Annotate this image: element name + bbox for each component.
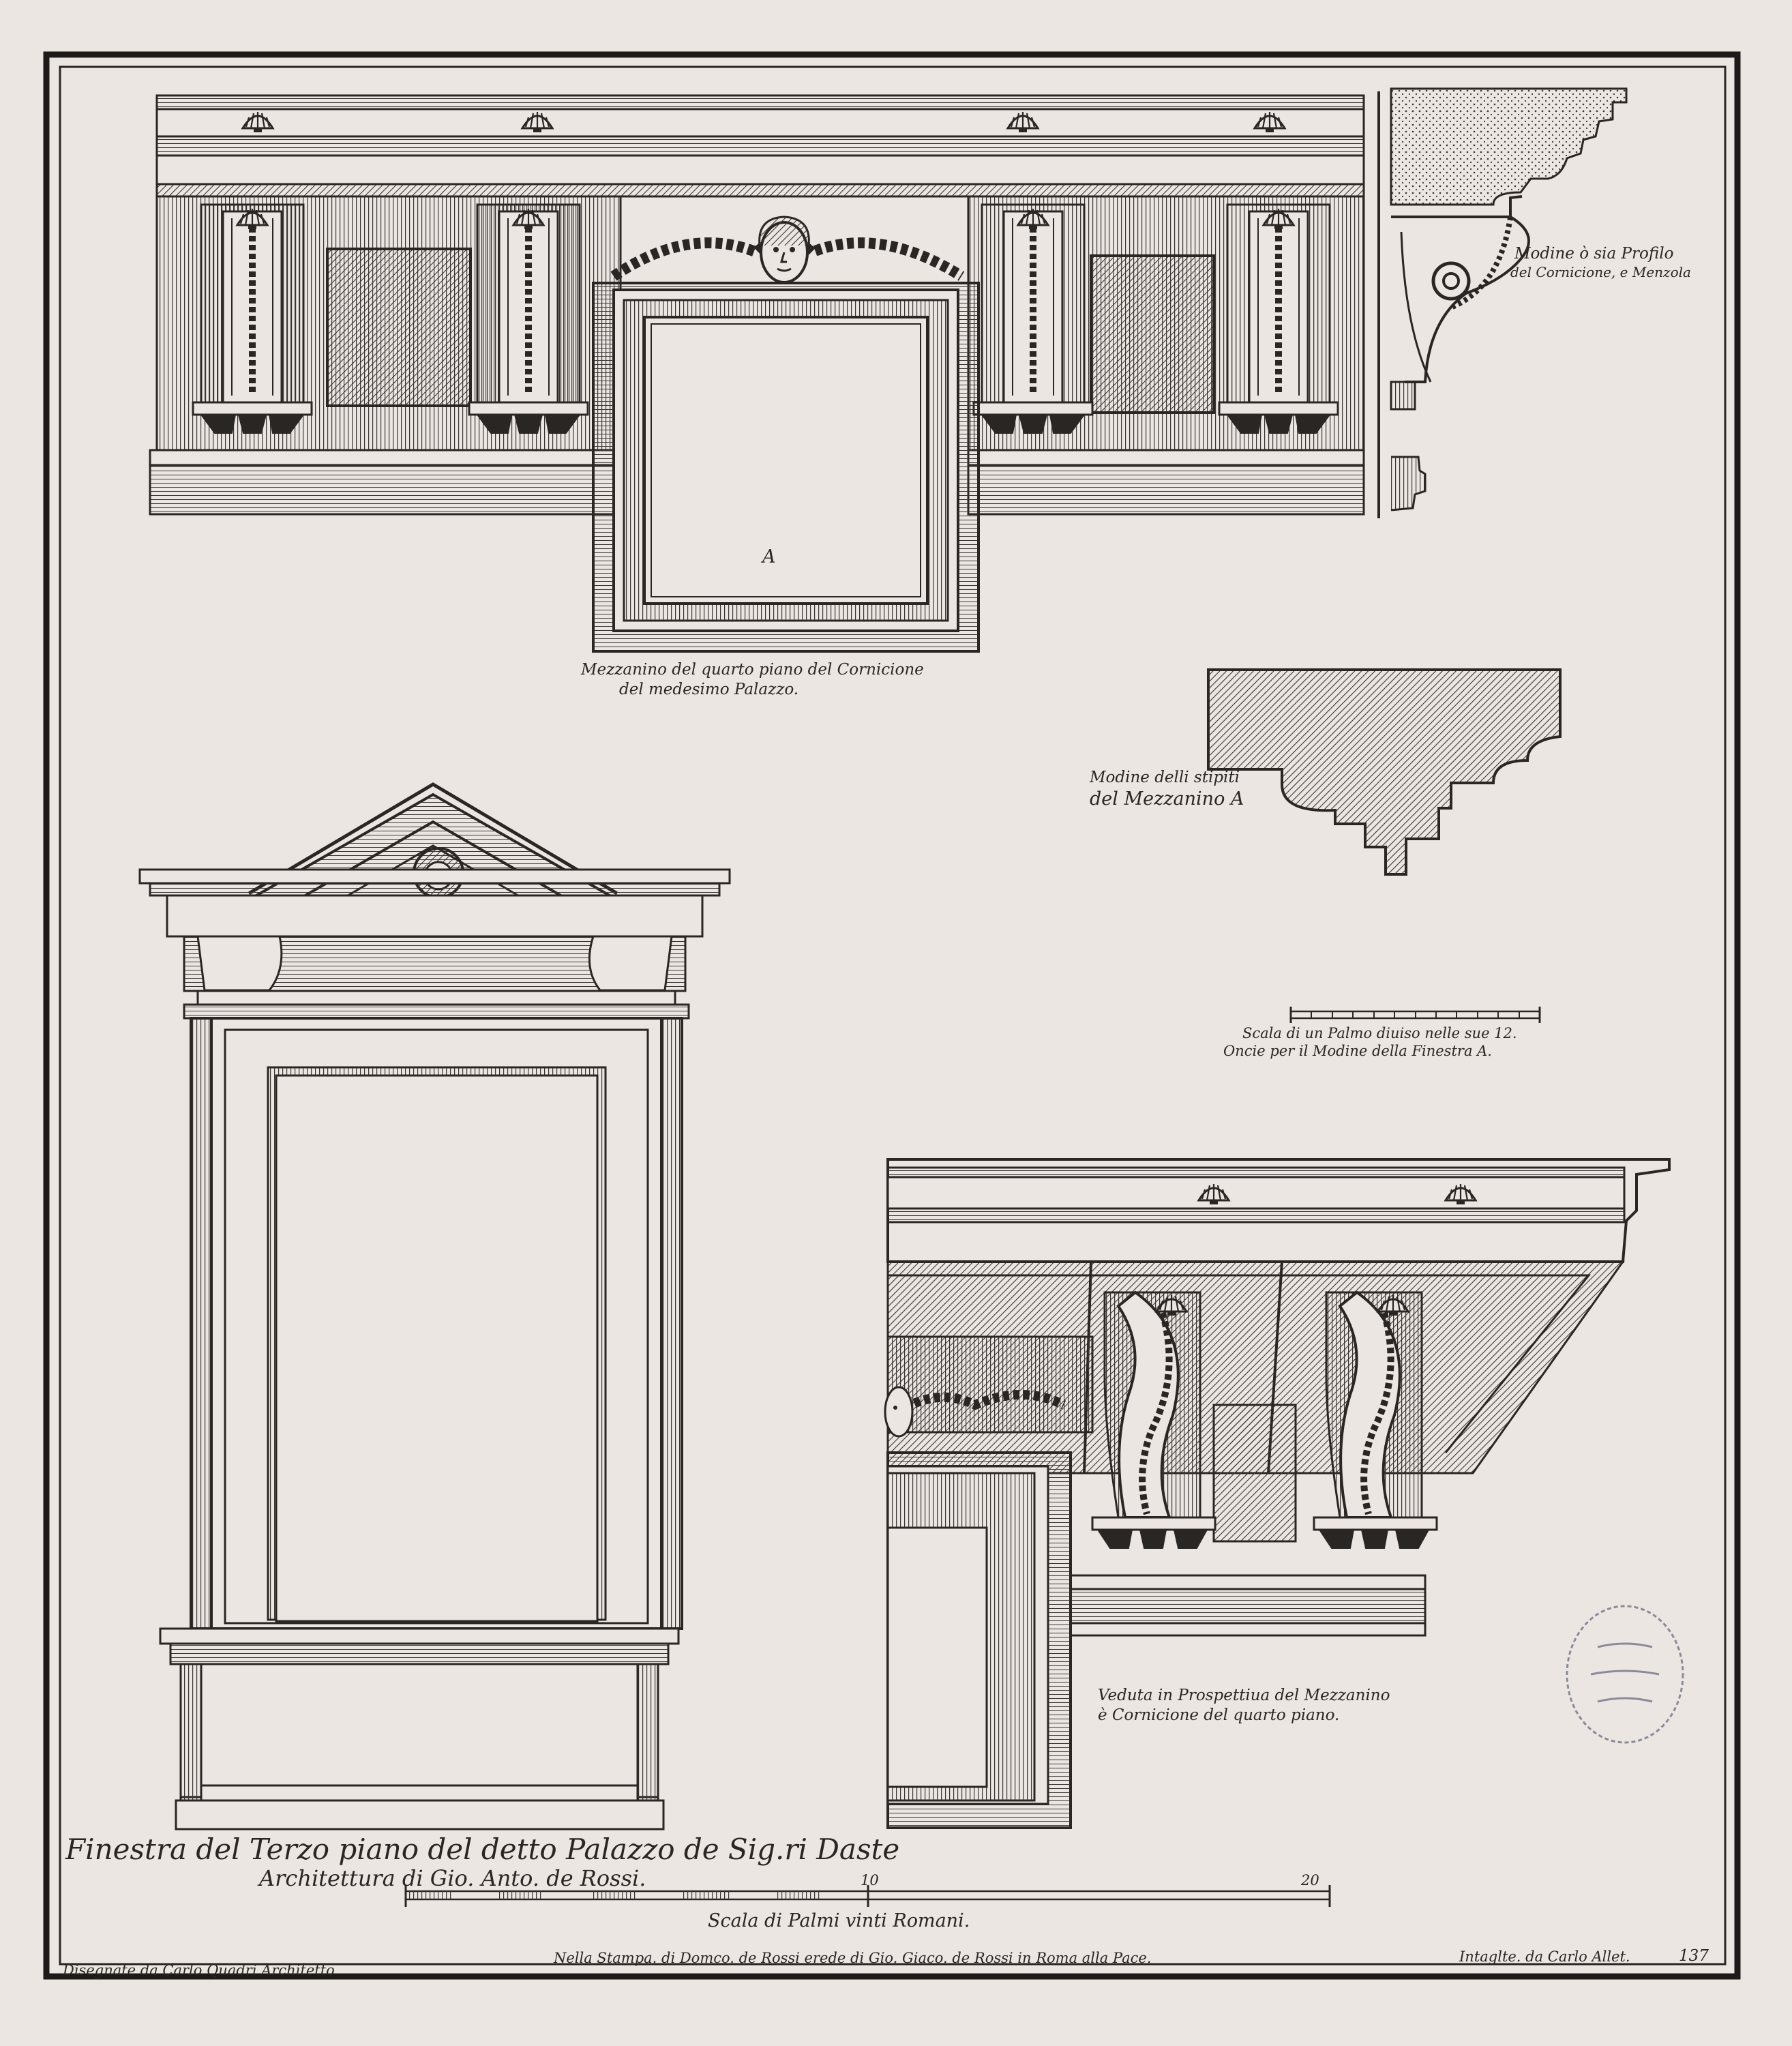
finestra-elevation bbox=[138, 782, 731, 1830]
architettura-caption: Architettura di Gio. Anto. de Rossi. bbox=[259, 1865, 646, 1891]
finestra-title: Finestra del Terzo piano del detto Palaz… bbox=[65, 1833, 900, 1866]
mezzanino-elevation bbox=[149, 94, 1365, 653]
stipiti-caption: Modine delli stipiti del Mezzanino A bbox=[1090, 768, 1244, 811]
palmo-scale-bar bbox=[1289, 1007, 1541, 1023]
veduta-caption-line2: è Cornicione del quarto piano. bbox=[1098, 1706, 1340, 1724]
profilo-caption-line2: del Cornicione, e Menzola bbox=[1510, 263, 1691, 280]
plate-number: 137 bbox=[1679, 1947, 1709, 1965]
mask-ornament-icon bbox=[758, 216, 810, 284]
mask-ornament-icon bbox=[884, 1386, 914, 1438]
scala-palmi-caption: Scala di Palmi vinti Romani. bbox=[708, 1910, 970, 1931]
scala-palmo-caption-line1: Scala di un Palmo diuiso nelle sue 12. bbox=[1242, 1025, 1517, 1041]
stipiti-caption-line1: Modine delli stipiti bbox=[1090, 769, 1240, 786]
scale-tick-20: 20 bbox=[1301, 1872, 1319, 1888]
veduta-caption: Veduta in Prospettiua del Mezzanino è Co… bbox=[1098, 1686, 1390, 1725]
collector-stamp-icon bbox=[1566, 1605, 1684, 1744]
outer-border bbox=[43, 51, 1741, 1980]
window-letter-a: A bbox=[762, 546, 776, 567]
disegnate-credit: Disegnate da Carlo Quadri Architetto bbox=[63, 1962, 335, 1978]
inner-border bbox=[59, 65, 1727, 1966]
scale-tick-10: 10 bbox=[861, 1872, 879, 1888]
palmi-scale-bar bbox=[404, 1885, 1331, 1907]
mezzanino-caption-line1: Mezzanino del quarto piano del Cornicion… bbox=[581, 661, 924, 679]
scala-palmo-caption: Scala di un Palmo diuiso nelle sue 12. O… bbox=[1223, 1024, 1517, 1061]
stipiti-caption-line2: del Mezzanino A bbox=[1090, 788, 1244, 810]
profilo-caption-line1: Modine ò sia Profilo bbox=[1514, 245, 1674, 263]
stipiti-profile bbox=[1207, 668, 1562, 876]
mezzanino-caption-line2: del medesimo Palazzo. bbox=[619, 680, 799, 698]
scala-palmo-caption-line2: Oncie per il Modine della Finestra A. bbox=[1223, 1043, 1492, 1060]
mezzanino-caption: Mezzanino del quarto piano del Cornicion… bbox=[581, 660, 924, 700]
veduta-caption-line1: Veduta in Prospettiua del Mezzanino bbox=[1098, 1687, 1390, 1704]
cornice-profile bbox=[1390, 87, 1628, 512]
stampa-credit: Nella Stampa. di Domco. de Rossi erede d… bbox=[554, 1950, 1152, 1966]
profilo-caption: Modine ò sia Profilo del Cornicione, e M… bbox=[1510, 244, 1691, 281]
prospettiva-view bbox=[884, 1158, 1671, 1829]
intaglio-credit: Intaglte. da Carlo Allet. bbox=[1459, 1948, 1630, 1965]
